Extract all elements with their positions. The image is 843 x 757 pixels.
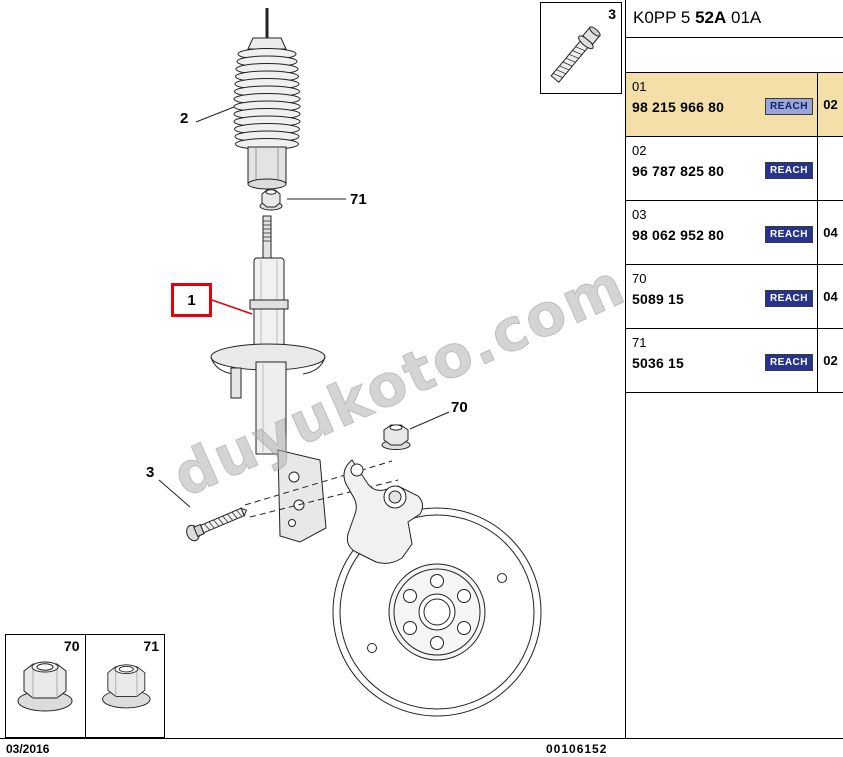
part-ref: 03 [632, 207, 647, 222]
inset-nut-71: 71 [84, 635, 165, 737]
drawing [158, 8, 542, 717]
part-row-70[interactable]: 70 5089 15 REACH 04 [626, 265, 843, 329]
parts-diagram: duyukoto.com [158, 8, 625, 717]
nut-71-icon [101, 664, 151, 709]
parts-panel: K0PP 5 52A 01A 01 98 215 966 80 REACH 02… [625, 0, 843, 738]
part-ref: 02 [632, 143, 647, 158]
part-ref: 71 [632, 335, 647, 350]
part-row-71[interactable]: 71 5036 15 REACH 02 [626, 329, 843, 393]
inset-nut-70-label: 70 [63, 638, 80, 654]
callout-1-strut[interactable]: 1 [171, 283, 212, 317]
catalog-code-pre: K0PP 5 [633, 8, 696, 27]
catalog-code-suffix: 01A [726, 8, 762, 27]
bottom-rule [0, 738, 843, 739]
strut-drawing [210, 215, 327, 543]
part-qty: 04 [817, 265, 843, 328]
part-number: 96 787 825 80 [632, 162, 725, 179]
knuckle-drawing [343, 459, 424, 564]
nut-71-drawing [259, 189, 283, 211]
reach-badge[interactable]: REACH [764, 226, 813, 243]
callout-3-bolt[interactable]: 3 [146, 464, 155, 481]
dust-boot-drawing [233, 8, 301, 190]
reach-badge[interactable]: REACH [764, 290, 813, 307]
bolt-icon [550, 26, 601, 83]
part-number: 98 062 952 80 [632, 226, 725, 243]
part-row-02[interactable]: 02 96 787 825 80 REACH [626, 137, 843, 201]
bolt-3-drawing [186, 507, 248, 542]
assembly-dashed-lines [244, 460, 399, 518]
callout-2-boot[interactable]: 2 [180, 110, 189, 127]
inset-bolt: 3 [540, 2, 622, 94]
reach-badge[interactable]: REACH [764, 162, 813, 179]
callout-1-leader [211, 299, 253, 315]
inset-bolt-label: 3 [608, 6, 616, 22]
callout-71-nut[interactable]: 71 [350, 191, 367, 208]
part-row-01[interactable]: 01 98 215 966 80 REACH 02 [626, 73, 843, 137]
parts-table: 01 98 215 966 80 REACH 02 02 96 787 825 … [626, 72, 843, 393]
part-number: 5089 15 [632, 290, 685, 307]
nut-70-drawing [381, 424, 411, 450]
panel-spacer [626, 38, 843, 72]
part-qty: 02 [817, 73, 843, 136]
part-qty [817, 137, 843, 200]
callout-70-nut[interactable]: 70 [451, 399, 468, 416]
inset-nuts: 70 71 [5, 634, 165, 738]
part-qty: 02 [817, 329, 843, 392]
reach-badge[interactable]: REACH [764, 354, 813, 371]
part-number: 98 215 966 80 [632, 98, 725, 115]
nut-70-icon [17, 661, 73, 712]
part-ref: 70 [632, 271, 647, 286]
part-number: 5036 15 [632, 354, 685, 371]
reach-badge[interactable]: REACH [764, 98, 813, 115]
part-row-03[interactable]: 03 98 062 952 80 REACH 04 [626, 201, 843, 265]
leader-lines [158, 106, 450, 508]
part-ref: 01 [632, 79, 647, 94]
footer-date: 03/2016 [6, 742, 50, 756]
inset-nut-70: 70 [6, 635, 85, 737]
part-qty: 04 [817, 201, 843, 264]
catalog-code: K0PP 5 52A 01A [626, 0, 843, 38]
footer-doc-number: 00106152 [546, 742, 608, 756]
inset-nut-71-label: 71 [143, 638, 159, 654]
catalog-code-main: 52A [695, 8, 727, 27]
